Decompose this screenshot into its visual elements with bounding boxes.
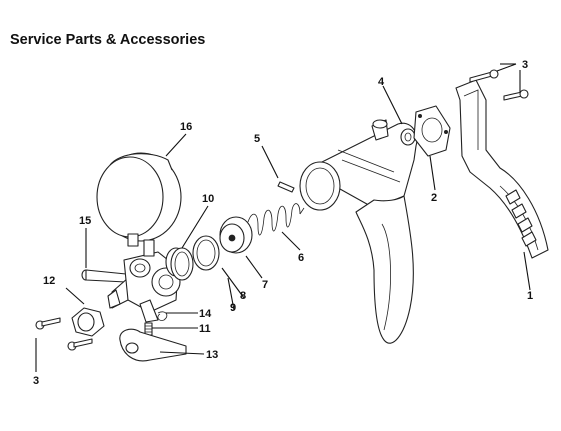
callout-5: 5 — [254, 133, 260, 145]
part-nut — [71, 307, 105, 337]
part-spring — [247, 203, 305, 236]
part-screws-bottom — [35, 317, 93, 351]
callout-6: 6 — [298, 252, 304, 264]
callout-14: 14 — [199, 308, 212, 320]
part-washer — [400, 128, 416, 146]
part-o-ring-large — [192, 235, 220, 271]
callout-3-bottom: 3 — [33, 375, 39, 387]
part-screws-top — [469, 69, 529, 101]
callout-16: 16 — [180, 121, 192, 133]
part-spring-clip — [157, 311, 168, 321]
callout-labels: 3 4 5 16 15 12 3 10 9 8 7 6 2 1 14 11 13 — [33, 59, 533, 387]
leader-lines — [35, 63, 531, 372]
callout-10: 10 — [202, 193, 214, 205]
part-end-cap — [413, 105, 451, 157]
callout-2: 2 — [431, 192, 437, 204]
part-small-pin — [277, 181, 295, 193]
callout-4: 4 — [378, 76, 385, 88]
page-title: Service Parts & Accessories — [10, 32, 206, 48]
part-pin — [81, 269, 127, 283]
part-piston — [219, 216, 253, 254]
part-o-ring-small — [170, 247, 194, 281]
part-lever — [455, 79, 549, 259]
callout-8: 8 — [240, 290, 246, 302]
part-bracket — [119, 328, 187, 362]
callout-9: 9 — [230, 302, 236, 314]
callout-15: 15 — [79, 215, 91, 227]
callout-11: 11 — [199, 323, 211, 335]
callout-13: 13 — [206, 349, 218, 361]
callout-1: 1 — [527, 290, 533, 302]
part-pump-body — [299, 119, 418, 344]
callout-7: 7 — [262, 279, 268, 291]
part-gauge — [96, 152, 182, 247]
callout-12: 12 — [43, 275, 55, 287]
part-valve-core — [144, 322, 153, 336]
callout-3-top: 3 — [522, 59, 528, 71]
